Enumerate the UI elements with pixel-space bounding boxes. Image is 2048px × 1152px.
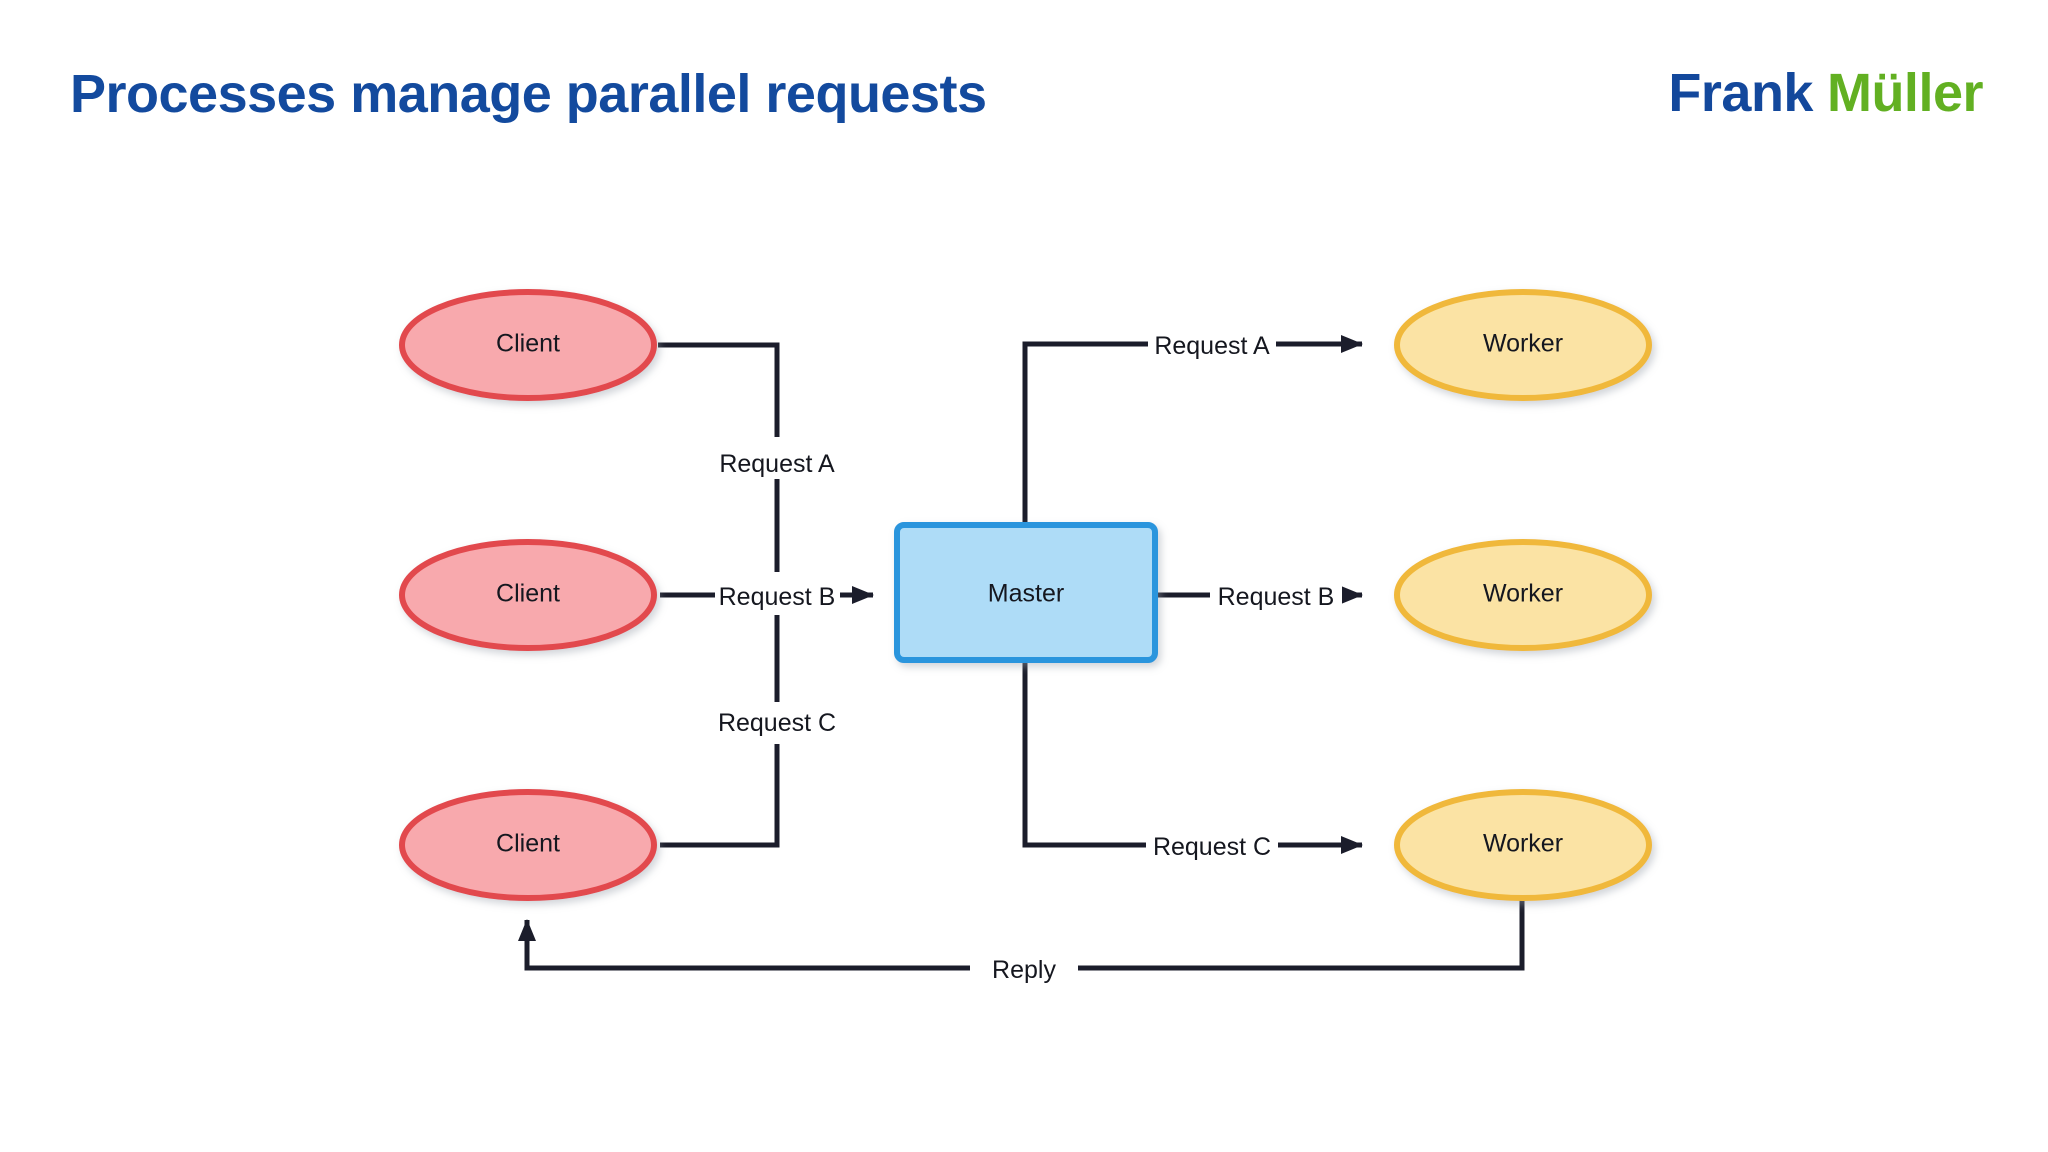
- master-shape[interactable]: [894, 522, 1158, 663]
- edge-reply-to-client3: [518, 919, 1000, 971]
- brand-last-name: Müller: [1826, 63, 1984, 123]
- client-2-shape[interactable]: [399, 539, 657, 651]
- slide-header: Processes manage parallel requests Frank…: [0, 0, 2048, 170]
- edge-label-worker-request-c: Request C: [1153, 833, 1271, 861]
- worker-3-shape[interactable]: [1394, 789, 1652, 901]
- client-3-label: Client: [496, 830, 560, 858]
- edge-client1-to-trunk: [658, 342, 780, 440]
- edge-label-worker-request-b: Request B: [1218, 583, 1335, 611]
- edge-label-layer: Request A Request B Request C Request A …: [718, 332, 1334, 984]
- edge-label-reply: Reply: [992, 956, 1056, 984]
- client-1-shape[interactable]: [399, 289, 657, 401]
- edge-worker3-reply-right: [1000, 900, 1525, 971]
- client-1-label: Client: [496, 330, 560, 358]
- edge-label-client-request-c: Request C: [718, 709, 836, 737]
- edge-master-to-worker1-riser: [1022, 341, 1150, 522]
- node-master[interactable]: Master: [894, 522, 1158, 663]
- client-2-label: Client: [496, 580, 560, 608]
- worker-1-shape[interactable]: [1394, 289, 1652, 401]
- page-title: Processes manage parallel requests: [70, 64, 987, 124]
- brand-first-name: Frank: [1668, 63, 1813, 123]
- node-worker-1[interactable]: Worker: [1394, 289, 1652, 401]
- node-client-2[interactable]: Client: [399, 539, 657, 651]
- worker-1-label: Worker: [1483, 330, 1563, 358]
- client-3-shape[interactable]: [399, 789, 657, 901]
- worker-2-shape[interactable]: [1394, 539, 1652, 651]
- edge-label-worker-request-a: Request A: [1154, 332, 1270, 360]
- edge-label-client-request-b: Request B: [719, 583, 836, 611]
- edge-master-to-worker3-riser: [1022, 663, 1148, 848]
- worker-3-label: Worker: [1483, 830, 1563, 858]
- node-worker-3[interactable]: Worker: [1394, 789, 1652, 901]
- edge-trunk-c-to-client3: [660, 740, 780, 848]
- worker-2-label: Worker: [1483, 580, 1563, 608]
- node-client-1[interactable]: Client: [399, 289, 657, 401]
- node-worker-2[interactable]: Worker: [1394, 539, 1652, 651]
- node-client-3[interactable]: Client: [399, 789, 657, 901]
- edge-label-client-request-a: Request A: [719, 450, 835, 478]
- master-label: Master: [988, 580, 1064, 608]
- edge-label-backgrounds: [715, 323, 1342, 989]
